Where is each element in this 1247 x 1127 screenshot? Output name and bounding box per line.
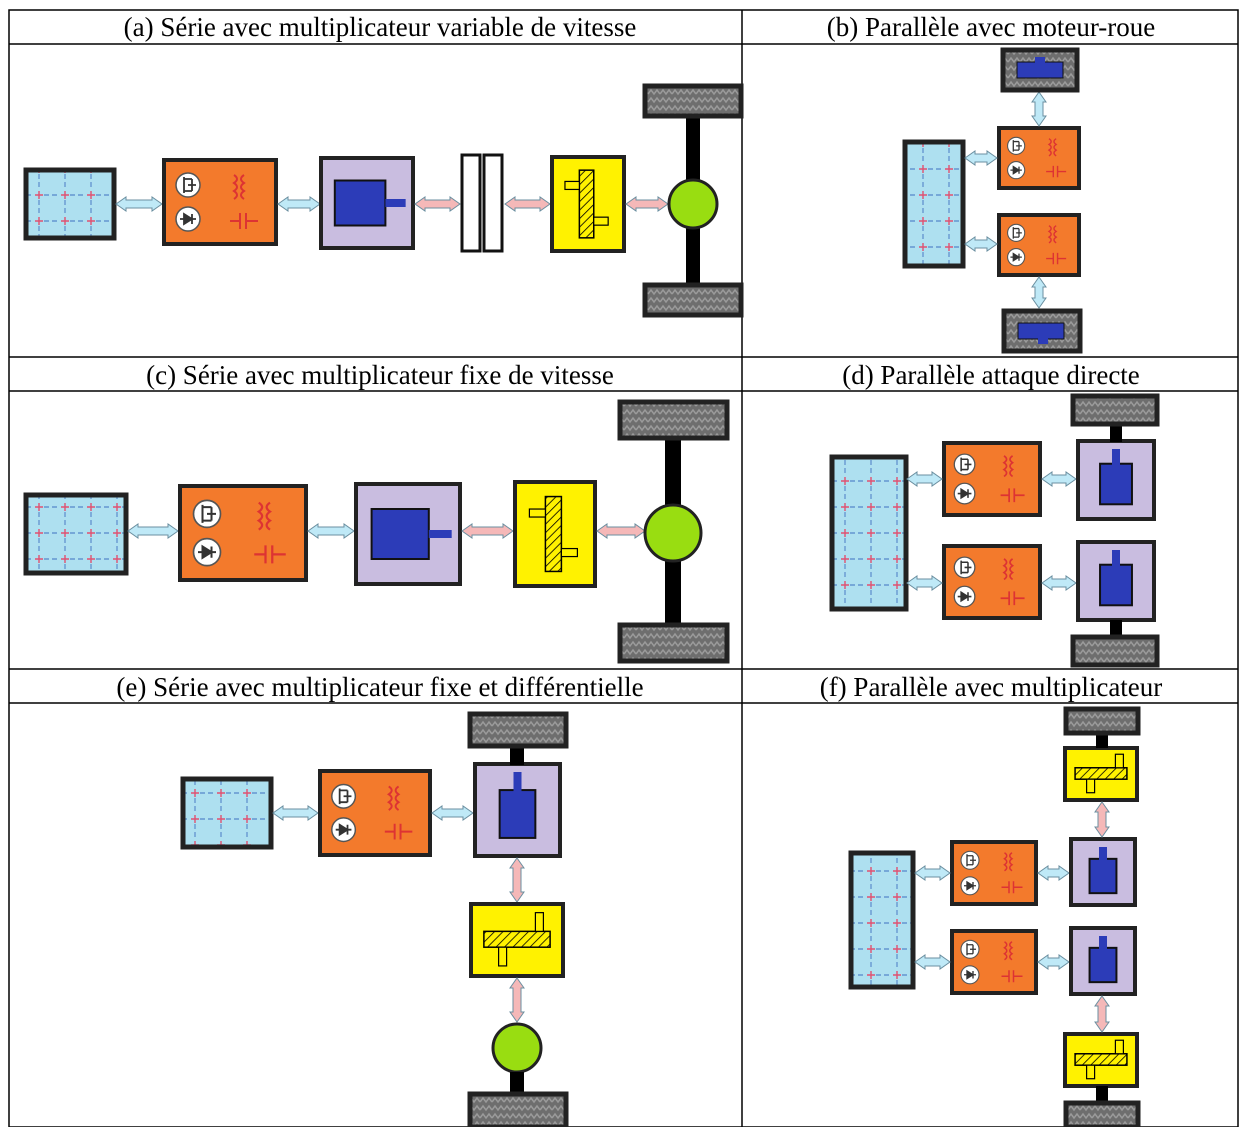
clutch-icon — [460, 153, 504, 253]
gearbox-icon — [469, 902, 565, 978]
converter-icon — [162, 158, 278, 246]
tire-icon — [1063, 706, 1141, 736]
caption-a: (a) Série avec multiplicateur variable d… — [123, 12, 637, 42]
bidirectional-arrow-icon — [277, 196, 321, 212]
battery-icon — [180, 776, 274, 850]
table-grid — [8, 9, 1239, 1127]
wheel-hub-icon — [491, 1022, 543, 1074]
bidirectional-arrow-icon — [509, 977, 525, 1023]
battery-icon — [23, 492, 129, 576]
battery-icon — [848, 850, 916, 990]
wheel-motor-icon — [1000, 47, 1080, 93]
tire-icon — [1063, 1100, 1141, 1127]
bidirectional-arrow-icon — [596, 523, 646, 539]
tire-icon — [642, 282, 744, 318]
bidirectional-arrow-icon — [1037, 954, 1070, 970]
gearbox-icon — [1063, 1032, 1139, 1088]
bidirectional-arrow-icon — [461, 523, 514, 539]
bidirectional-arrow-icon — [1031, 276, 1047, 309]
bidirectional-arrow-icon — [625, 196, 669, 212]
motor-icon — [319, 156, 415, 250]
bidirectional-arrow-icon — [509, 857, 525, 903]
tire-icon — [1070, 634, 1160, 668]
bidirectional-arrow-icon — [1037, 865, 1070, 881]
bidirectional-arrow-icon — [431, 805, 474, 821]
bidirectional-arrow-icon — [906, 575, 943, 591]
bidirectional-arrow-icon — [1041, 575, 1077, 591]
motor-icon — [1076, 439, 1156, 521]
bidirectional-arrow-icon — [414, 196, 461, 212]
bidirectional-arrow-icon — [504, 196, 551, 212]
bidirectional-arrow-icon — [1041, 471, 1077, 487]
converter-icon — [318, 769, 432, 857]
tire-icon — [467, 711, 569, 749]
bidirectional-arrow-icon — [1031, 91, 1047, 127]
converter-icon — [178, 484, 308, 582]
converter-icon — [997, 213, 1081, 277]
gearbox-icon — [513, 480, 597, 588]
battery-icon — [902, 139, 966, 269]
motor-icon — [1069, 926, 1137, 996]
converter-icon — [942, 544, 1042, 620]
bidirectional-arrow-icon — [914, 865, 951, 881]
gearbox-icon — [550, 155, 626, 253]
caption-c: (c) Série avec multiplicateur fixe de vi… — [146, 360, 614, 390]
motor-icon — [473, 762, 562, 858]
bidirectional-arrow-icon — [1094, 995, 1110, 1033]
battery-icon — [829, 454, 909, 612]
bidirectional-arrow-icon — [906, 471, 943, 487]
bidirectional-arrow-icon — [115, 196, 163, 212]
bidirectional-arrow-icon — [914, 954, 951, 970]
wheel-hub-icon — [667, 178, 719, 230]
motor-icon — [354, 482, 462, 586]
bidirectional-arrow-icon — [272, 805, 319, 821]
tire-icon — [617, 622, 730, 664]
tire-icon — [1070, 393, 1160, 427]
bidirectional-arrow-icon — [964, 150, 998, 166]
battery-icon — [23, 167, 117, 241]
bidirectional-arrow-icon — [307, 523, 355, 539]
gearbox-icon — [1063, 746, 1139, 802]
tire-icon — [467, 1091, 569, 1127]
bidirectional-arrow-icon — [1094, 801, 1110, 838]
tire-icon — [642, 83, 744, 119]
caption-b: (b) Parallèle avec moteur-roue — [826, 12, 1156, 42]
caption-e: (e) Série avec multiplicateur fixe et di… — [116, 672, 644, 702]
motor-icon — [1069, 837, 1137, 907]
motor-icon — [1076, 540, 1156, 622]
converter-icon — [950, 840, 1038, 906]
converter-icon — [997, 126, 1081, 190]
caption-d: (d) Parallèle attaque directe — [842, 360, 1140, 390]
converter-icon — [942, 441, 1042, 517]
converter-icon — [950, 929, 1038, 995]
wheel-hub-icon — [643, 503, 703, 563]
bidirectional-arrow-icon — [964, 236, 998, 252]
bidirectional-arrow-icon — [127, 523, 179, 539]
wheel-motor-icon — [1001, 308, 1083, 354]
tire-icon — [617, 399, 730, 441]
caption-f: (f) Parallèle avec multiplicateur — [819, 672, 1163, 702]
